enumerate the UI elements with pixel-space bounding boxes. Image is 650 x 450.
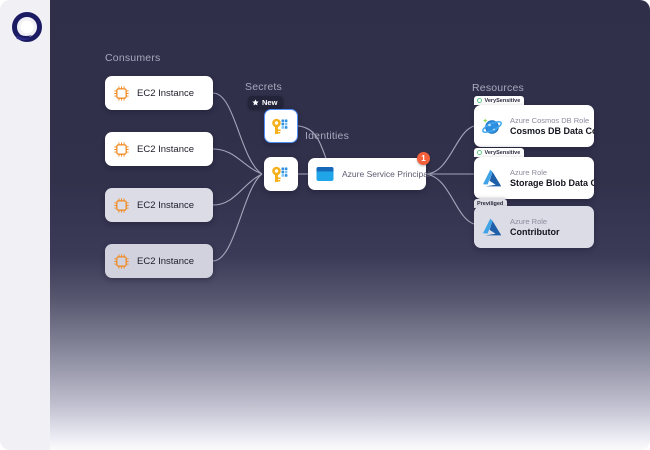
cosmos-db-icon <box>481 115 503 137</box>
column-label-resources: Resources <box>472 82 524 94</box>
consumer-label: EC2 Instance <box>137 87 195 99</box>
secret-node-2[interactable] <box>264 157 298 191</box>
azure-service-principal-icon <box>315 164 335 184</box>
resource-tag-1: VerySensitive <box>474 96 525 105</box>
new-badge: New <box>248 96 284 109</box>
chip-icon <box>113 141 130 158</box>
consumer-node-ec2-3[interactable]: EC2 Instance <box>105 188 213 222</box>
resource-name: Storage Blob Data Co... <box>510 178 594 188</box>
key-icon <box>269 114 293 138</box>
resource-subtitle: Azure Role <box>510 217 548 226</box>
resource-node-contributor[interactable]: Azure Role Contributor <box>474 206 594 248</box>
resource-tag-label: Previliged <box>477 200 504 207</box>
consumer-node-ec2-1[interactable]: EC2 Instance <box>105 76 213 110</box>
identity-count-badge[interactable]: 1 <box>417 152 430 165</box>
column-label-identities: Identities <box>305 130 350 142</box>
consumer-node-ec2-2[interactable]: EC2 Instance <box>105 132 213 166</box>
resource-name: Cosmos DB Data Con... <box>510 126 594 136</box>
resource-tag-3: Previliged <box>474 199 508 208</box>
shield-dot-icon <box>477 150 482 155</box>
chip-icon <box>113 197 130 214</box>
azure-role-icon <box>481 216 503 238</box>
shield-dot-icon <box>477 98 482 103</box>
column-label-secrets: Secrets <box>245 81 282 93</box>
key-icon <box>269 162 293 186</box>
consumer-label: EC2 Instance <box>137 255 195 267</box>
resource-node-cosmos-db[interactable]: Azure Cosmos DB Role Cosmos DB Data Con.… <box>474 105 594 147</box>
resource-tag-label: VerySensitive <box>484 97 521 104</box>
new-badge-label: New <box>262 98 278 107</box>
quantum-wave-logo-icon[interactable] <box>12 12 42 42</box>
chip-icon <box>113 85 130 102</box>
azure-role-icon <box>481 167 503 189</box>
chip-icon <box>113 253 130 270</box>
resource-tag-2: VerySensitive <box>474 148 525 157</box>
consumer-label: EC2 Instance <box>137 143 195 155</box>
consumer-label: EC2 Instance <box>137 199 195 211</box>
identity-label: Azure Service Principal <box>342 169 430 179</box>
left-sidebar-rail <box>0 0 50 450</box>
resource-name: Contributor <box>510 227 560 237</box>
secret-node-new[interactable] <box>264 109 298 143</box>
consumer-node-ec2-4[interactable]: EC2 Instance <box>105 244 213 278</box>
resource-node-storage-blob[interactable]: Azure Role Storage Blob Data Co... <box>474 157 594 199</box>
resource-subtitle: Azure Cosmos DB Role <box>510 116 590 125</box>
star-icon <box>252 99 259 106</box>
column-label-consumers: Consumers <box>105 52 161 64</box>
resource-subtitle: Azure Role <box>510 168 548 177</box>
identity-node-azure-service-principal[interactable]: Azure Service Principal <box>308 158 430 190</box>
resource-tag-label: VerySensitive <box>484 149 521 156</box>
graph-canvas[interactable]: Consumers Secrets Identities Resources E… <box>50 0 650 450</box>
